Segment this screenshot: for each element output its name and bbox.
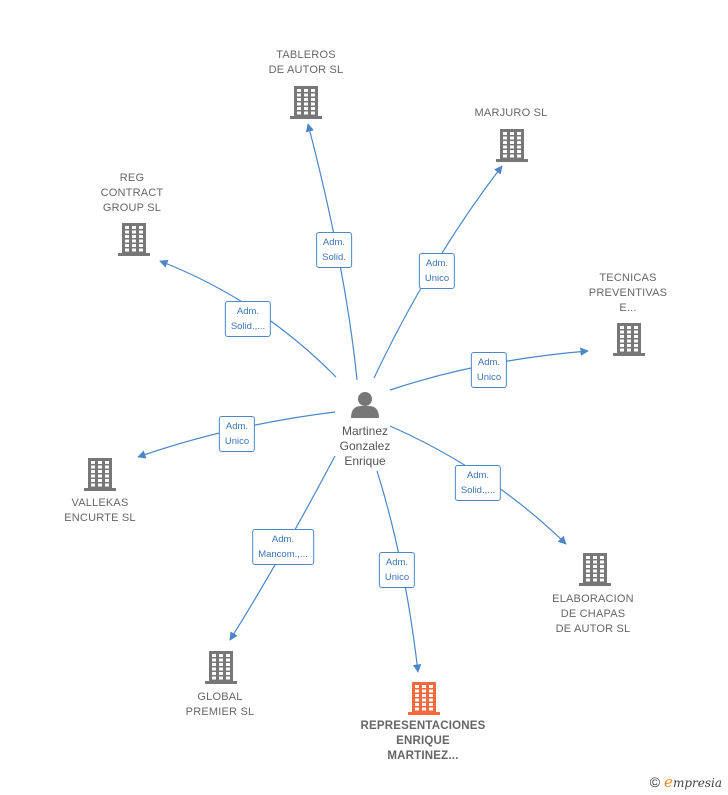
role-line: Unico [224,436,250,447]
role-line: Adm. [271,534,295,545]
company-label-line: ENCURTE SL [64,512,136,524]
company-label-reg[interactable]: REG CONTRACT GROUP SL [57,171,207,216]
role-line: Unico [476,372,502,383]
role-line: Adm. [425,258,449,269]
building-icon-tableros[interactable] [290,86,322,119]
company-label-line: MARJURO SL [474,107,548,119]
role-line: Solid.,... [460,485,496,496]
company-label-line: MARTINEZ... [387,750,459,762]
company-label-global[interactable]: GLOBAL PREMIER SL [145,690,295,720]
role-box-reg[interactable]: Adm. Solid.,... [224,301,272,337]
person-label-line: Martinez [341,424,388,438]
company-label-line: ELABORACION [552,593,634,605]
company-label-line: PREMIER SL [185,706,255,718]
company-label-line: VALLEKAS [71,497,129,509]
role-line: Solid.,... [230,321,266,332]
role-box-tecnicas[interactable]: Adm. Unico [470,352,508,388]
company-label-line: CONTRACT [100,187,164,199]
company-label-line: TABLEROS [276,49,336,61]
role-line: Mancom.,... [258,549,308,560]
company-label-line: GROUP SL [102,202,162,214]
company-label-line: REG [119,172,145,184]
company-label-line: TECNICAS [599,272,657,284]
role-box-elaboracion[interactable]: Adm. Solid.,... [454,465,502,501]
company-label-tecnicas[interactable]: TECNICAS PREVENTIVAS E... [553,271,703,316]
role-line: Adm. [385,557,409,568]
role-line: Adm. [466,470,490,481]
company-label-tableros[interactable]: TABLEROS DE AUTOR SL [231,48,381,78]
building-icon-vallekas[interactable] [84,458,116,491]
role-line: Unico [424,273,450,284]
role-line: Adm. [225,421,249,432]
company-label-line: E... [619,302,637,314]
role-box-tableros[interactable]: Adm. Solid. [316,232,352,268]
company-label-line: PREVENTIVAS [588,287,668,299]
company-label-line: DE CHAPAS [560,608,626,620]
building-icon-global[interactable] [205,651,237,684]
role-line: Unico [384,572,410,583]
company-label-line: DE AUTOR SL [555,623,631,635]
person-label-line: Enrique [344,454,386,468]
company-label-elaboracion[interactable]: ELABORACION DE CHAPAS DE AUTOR SL [518,592,668,637]
empresia-logo[interactable]: empresia [664,773,722,791]
role-line: Adm. [322,237,346,248]
company-label-representaciones[interactable]: REPRESENTACIONES ENRIQUE MARTINEZ... [348,719,498,764]
company-label-marjuro[interactable]: MARJURO SL [436,106,586,121]
role-line: Adm. [477,357,501,368]
building-icon-elaboracion[interactable] [579,553,611,586]
role-box-marjuro[interactable]: Adm. Unico [418,253,456,289]
building-icon-reg[interactable] [118,223,150,256]
company-label-vallekas[interactable]: VALLEKAS ENCURTE SL [25,496,175,526]
role-line: Adm. [236,306,260,317]
building-icon-tecnicas[interactable] [613,323,645,356]
copyright-icon: © [649,774,661,790]
building-icon-representaciones[interactable] [408,682,440,715]
company-label-line: ENRIQUE [396,735,450,747]
person-icon[interactable] [351,392,379,418]
role-box-global[interactable]: Adm. Mancom.,... [252,529,314,565]
role-box-representaciones[interactable]: Adm. Unico [378,552,416,588]
company-label-line: DE AUTOR SL [268,64,344,76]
copyright-footer: © empresia [650,773,722,791]
building-icon-marjuro[interactable] [496,129,528,162]
role-box-vallekas[interactable]: Adm. Unico [218,416,256,452]
person-label-line: Gonzalez [339,439,391,453]
role-line: Solid. [322,252,346,263]
company-label-line: GLOBAL [197,691,243,703]
company-label-line: REPRESENTACIONES [360,720,486,732]
